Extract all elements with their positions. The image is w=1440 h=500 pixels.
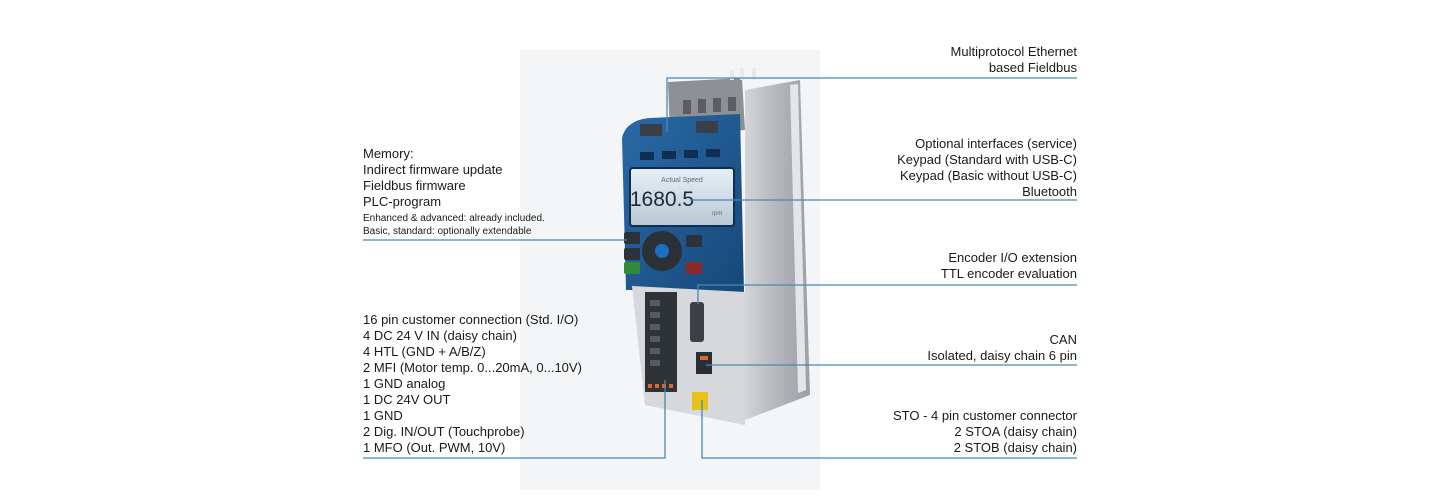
callout-customer-connection: 16 pin customer connection (Std. I/O) 4 … <box>363 312 582 456</box>
callout-interfaces: Optional interfaces (service) Keypad (St… <box>897 136 1077 200</box>
callout-customer-line-8: 2 Dig. IN/OUT (Touchprobe) <box>363 424 525 439</box>
callout-ethernet-line-2: based Fieldbus <box>988 60 1077 75</box>
panel-slots <box>640 121 720 160</box>
device-heatsink-fins <box>790 84 806 393</box>
can-connector-latch <box>700 356 708 360</box>
callout-ethernet-line-1: Multiprotocol Ethernet <box>950 44 1077 59</box>
encoder-sub-d-connector <box>690 302 704 342</box>
display-value: 1680.5 <box>630 188 694 211</box>
display-screen <box>629 167 735 227</box>
callout-customer-line-5: 1 GND analog <box>363 376 446 391</box>
callout-customer-line-6: 1 DC 24V OUT <box>363 392 451 407</box>
terminal-screws <box>683 97 736 114</box>
sto-connector <box>692 392 708 410</box>
top-pins <box>730 68 756 80</box>
leader-sto <box>701 400 1077 459</box>
keypad-dpad-center <box>655 244 669 258</box>
display-header: Actual Speed <box>661 177 703 184</box>
callout-interfaces-line-1: Optional interfaces (service) <box>915 136 1077 151</box>
callout-ethernet: Multiprotocol Ethernet based Fieldbus <box>951 44 1077 76</box>
callout-interfaces-line-4: Bluetooth <box>1022 184 1077 199</box>
callout-sto: STO - 4 pin customer connector 2 STOA (d… <box>893 408 1077 456</box>
callout-memory-note-2: Basic, standard: optionally extendable <box>363 226 532 237</box>
callout-can-line-2: Isolated, daisy chain 6 pin <box>927 348 1077 363</box>
keypad-green-button <box>624 262 640 274</box>
callout-memory-line-4: PLC-program <box>363 194 442 209</box>
callout-can-line-1: CAN <box>1049 332 1077 347</box>
callout-can: CAN Isolated, daisy chain 6 pin <box>927 332 1077 364</box>
callout-encoder: Encoder I/O extension TTL encoder evalua… <box>941 250 1077 282</box>
callout-encoder-line-2: TTL encoder evaluation <box>940 266 1077 281</box>
callout-customer-line-3: 4 HTL (GND + A/B/Z) <box>363 344 486 359</box>
callout-customer-line-1: 16 pin customer connection (Std. I/O) <box>363 312 579 327</box>
leader-ethernet <box>666 77 1077 132</box>
callout-memory-line-1: Memory: <box>363 146 414 161</box>
io-orange-pins <box>648 384 673 388</box>
callout-customer-line-7: 1 GND <box>363 408 403 423</box>
callout-interfaces-line-2: Keypad (Standard with USB-C) <box>897 152 1077 167</box>
callout-memory: Memory: Indirect firmware update Fieldbu… <box>363 146 545 238</box>
callout-encoder-line-1: Encoder I/O extension <box>948 250 1077 265</box>
display-unit: rpm <box>712 211 722 217</box>
callout-memory-line-2: Indirect firmware update <box>363 162 503 177</box>
io-connector-pins <box>650 300 660 366</box>
callout-customer-line-2: 4 DC 24 V IN (daisy chain) <box>363 328 517 343</box>
callout-sto-line-2: 2 STOA (daisy chain) <box>954 424 1077 439</box>
keypad-right-button-2 <box>686 262 702 274</box>
leader-customer <box>363 380 666 459</box>
callout-customer-line-9: 1 MFO (Out. PWM, 10V) <box>363 440 506 455</box>
leader-encoder <box>697 284 1077 304</box>
keypad-right-button-1 <box>686 235 702 247</box>
callout-memory-line-3: Fieldbus firmware <box>363 178 466 193</box>
callout-sto-line-3: 2 STOB (daisy chain) <box>953 440 1077 455</box>
keypad-left-button-1 <box>624 232 640 244</box>
callout-sto-line-1: STO - 4 pin customer connector <box>892 408 1077 423</box>
callout-customer-line-4: 2 MFI (Motor temp. 0...20mA, 0...10V) <box>363 360 582 375</box>
callout-interfaces-line-3: Keypad (Basic without USB-C) <box>899 168 1077 183</box>
callout-memory-note-1: Enhanced & advanced: already included. <box>363 213 545 224</box>
keypad-left-button-2 <box>624 248 640 260</box>
